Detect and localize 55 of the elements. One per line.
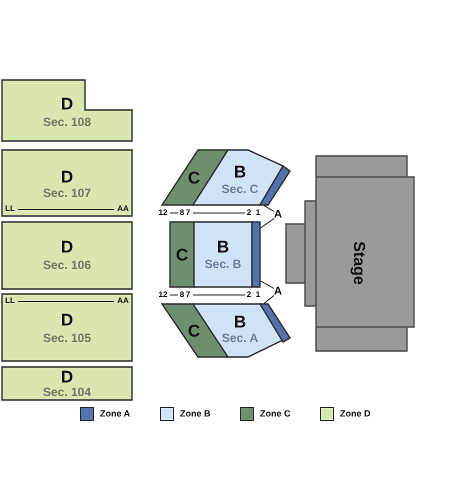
row-number: 7 bbox=[186, 209, 190, 217]
zone-letter: C bbox=[188, 322, 200, 340]
row-number: 8 bbox=[180, 291, 184, 299]
row-number: 2 bbox=[246, 291, 252, 299]
row-number: 12 bbox=[158, 209, 168, 217]
legend-label: Zone A bbox=[100, 410, 130, 418]
row-label: AA bbox=[117, 297, 129, 305]
legend-label: Zone C bbox=[260, 410, 290, 418]
row-number: 1 bbox=[256, 209, 260, 217]
row-number: 7 bbox=[186, 291, 190, 299]
row-label: LL bbox=[5, 297, 15, 305]
row-label: AA bbox=[117, 205, 129, 213]
section-name: Sec. 104 bbox=[42, 386, 92, 398]
stage-label: Stage bbox=[350, 241, 366, 285]
section-name: Sec. C bbox=[222, 183, 258, 195]
row-number: 12 bbox=[158, 291, 168, 299]
zone-label: A bbox=[274, 210, 282, 220]
row-number: 1 bbox=[256, 291, 260, 299]
seating-strip bbox=[259, 303, 291, 343]
legend-label: Zone D bbox=[340, 410, 370, 418]
seating-section bbox=[1, 293, 133, 362]
legend-label: Zone B bbox=[180, 410, 210, 418]
leader-line bbox=[260, 280, 275, 289]
section-name: Sec. 105 bbox=[42, 332, 92, 344]
stage bbox=[285, 155, 415, 352]
zone-letter: D bbox=[60, 368, 74, 386]
seating-section bbox=[1, 149, 133, 217]
leader-line bbox=[260, 218, 275, 228]
zone-letter: B bbox=[234, 314, 246, 330]
leader-line bbox=[264, 295, 275, 304]
zone-letter: B bbox=[234, 164, 246, 180]
seating-section bbox=[1, 79, 133, 142]
zone-letter: C bbox=[176, 246, 188, 264]
row-label: LL bbox=[5, 205, 15, 213]
seating-section bbox=[1, 221, 133, 290]
section-name: Sec. A bbox=[222, 332, 258, 344]
zone-letter: D bbox=[60, 238, 74, 256]
seating-section bbox=[193, 221, 253, 288]
section-name: Sec. B bbox=[204, 258, 242, 270]
section-name: Sec. 106 bbox=[42, 259, 92, 271]
seating-strip bbox=[259, 165, 291, 206]
leader-line bbox=[264, 205, 275, 212]
seating-section bbox=[169, 221, 195, 288]
zone-letter: D bbox=[60, 312, 74, 328]
zone-label: A bbox=[274, 286, 282, 298]
zone-letter: C bbox=[188, 170, 200, 186]
zone-letter: D bbox=[60, 96, 74, 112]
zone-letter: B bbox=[216, 238, 230, 256]
row-number: 8 bbox=[180, 209, 184, 217]
seating-strip bbox=[251, 221, 261, 288]
section-name: Sec. 108 bbox=[42, 116, 92, 128]
row-number: 2 bbox=[246, 209, 252, 217]
section-name: Sec. 107 bbox=[42, 187, 92, 199]
seating-section bbox=[1, 366, 133, 401]
zone-letter: D bbox=[60, 168, 74, 186]
